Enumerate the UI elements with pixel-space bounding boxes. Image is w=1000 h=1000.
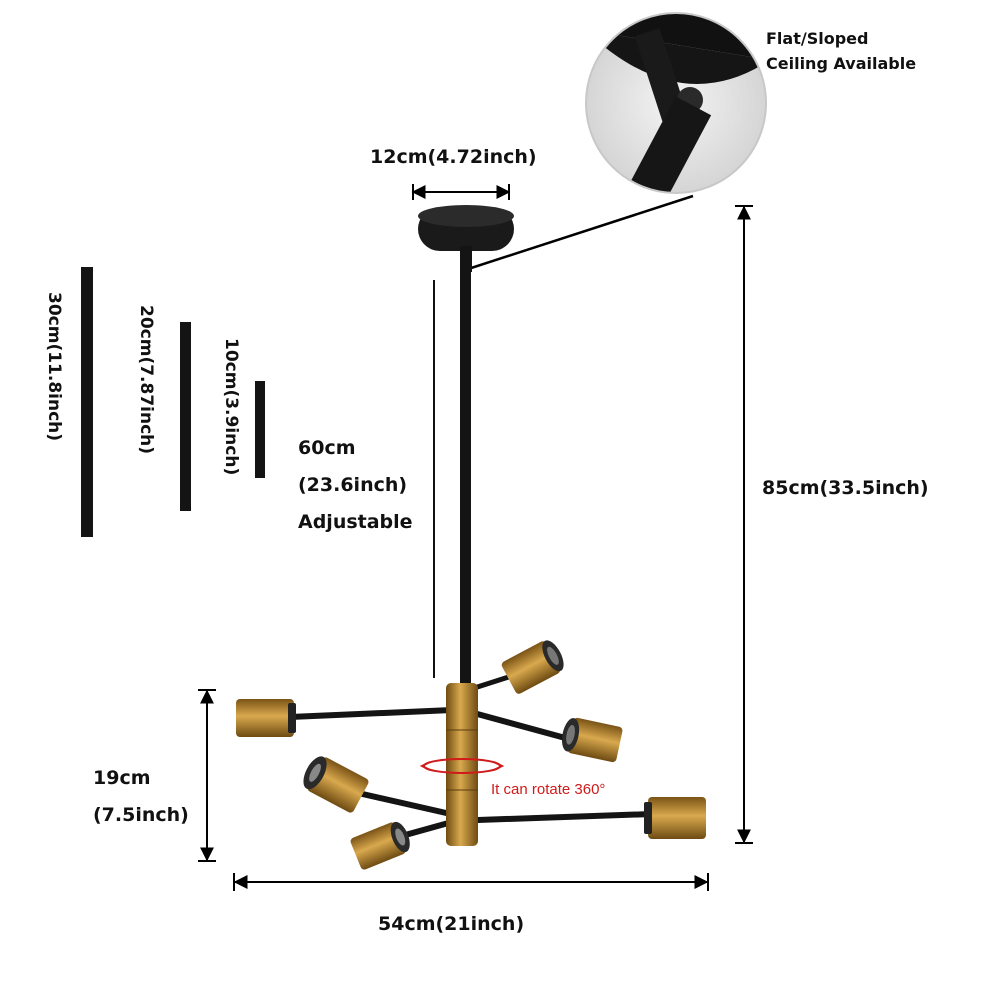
adjustable-line1: 60cm: [298, 437, 356, 459]
brass-socket-bottom-left: [350, 821, 410, 870]
brass-hub: [446, 683, 478, 846]
brass-socket-mid-right: [561, 717, 623, 763]
ceiling-canopy: [418, 205, 514, 272]
ceiling-label-line1: Flat/Sloped: [766, 29, 869, 48]
brass-socket-top-right: [501, 640, 564, 694]
main-rod: [460, 270, 471, 690]
total-height-label: 85cm(33.5inch): [762, 477, 929, 499]
rotate-label: It can rotate 360°: [491, 781, 606, 798]
extension-rod-10cm: [255, 381, 265, 478]
ceiling-label-line2: Ceiling Available: [766, 53, 917, 73]
adjustable-length-label: 60cm (23.6inch) Adjustable: [298, 430, 413, 541]
total-width-label: 54cm(21inch): [378, 913, 525, 935]
zoom-pointer-line: [464, 194, 694, 272]
ceiling-compatibility-label: Flat/Sloped Ceiling Available: [766, 27, 916, 77]
extension-rod-30cm: [81, 267, 93, 537]
rotate-indicator: [419, 758, 505, 774]
brass-socket-right-bottom: [644, 797, 706, 839]
brass-socket-left: [236, 699, 296, 737]
brass-socket-mid-left: [303, 756, 369, 813]
rod-30cm-label: 30cm(11.8inch): [44, 292, 64, 442]
fixture-arms: [287, 672, 655, 845]
fixture-height-line2: (7.5inch): [93, 804, 189, 827]
rod-10cm-label: 10cm(3.9inch): [221, 338, 241, 476]
ceiling-detail-zoom: [585, 12, 767, 194]
rod-20cm-label: 20cm(7.87inch): [136, 305, 156, 455]
adjustable-line3: Adjustable: [298, 511, 413, 534]
adjustable-line2: (23.6inch): [298, 474, 408, 497]
canopy-width-label: 12cm(4.72inch): [370, 146, 537, 168]
fixture-height-line1: 19cm: [93, 767, 151, 789]
fixture-height-label: 19cm (7.5inch): [93, 760, 189, 834]
extension-rod-20cm: [180, 322, 191, 511]
